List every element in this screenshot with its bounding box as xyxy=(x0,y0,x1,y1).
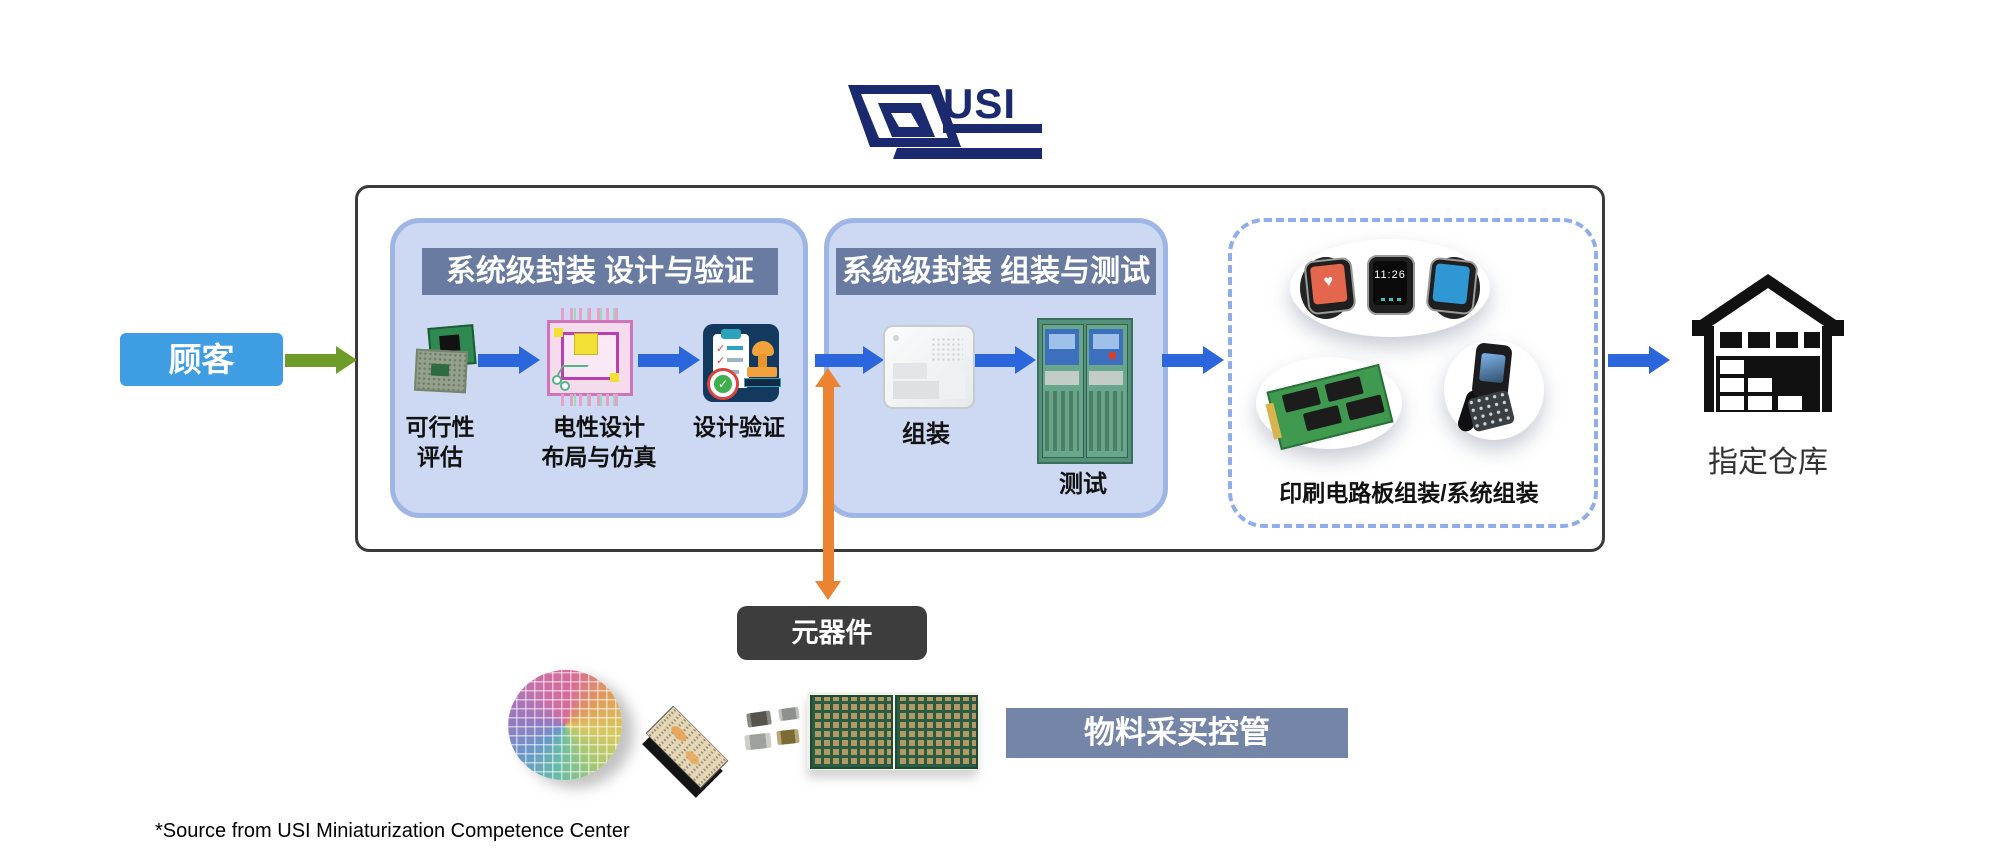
stamp-icon xyxy=(752,341,774,356)
chip-layout-icon xyxy=(547,308,633,408)
usi-logo: USI xyxy=(848,80,1042,159)
chip-component-image xyxy=(746,710,772,728)
design-panel-header: 系统级封装 设计与验证 xyxy=(422,248,778,295)
pcb-front-board xyxy=(413,348,469,394)
approved-check-icon: ✓ xyxy=(707,368,739,400)
check-icon: ✓ xyxy=(716,343,726,355)
material-procurement-bar: 物料采买控管 xyxy=(1006,708,1348,758)
ssd-module-image xyxy=(1256,357,1402,451)
smartwatches-image: ♥ 11:26 xyxy=(1290,239,1490,337)
watch-time: 11:26 xyxy=(1374,269,1406,281)
usi-logo-text: USI xyxy=(943,80,1016,127)
source-footnote: *Source from USI Miniaturization Compete… xyxy=(155,820,630,842)
design-verification-stamp-icon: ✓ ✓ ✓ xyxy=(703,324,781,402)
step-label-feasibility: 可行性评估 xyxy=(405,414,475,470)
silicon-wafer-image xyxy=(497,659,633,791)
pcba-box-label: 印刷电路板组装/系统组装 xyxy=(1279,480,1539,506)
assembly-label: 组装 xyxy=(902,421,950,448)
assembly-panel-header: 系统级封装 组装与测试 xyxy=(836,248,1156,295)
warehouse-icon xyxy=(1692,274,1844,412)
step-label-design-verification: 设计验证 xyxy=(693,414,785,440)
test-label: 测试 xyxy=(1059,471,1107,498)
chip-component-image xyxy=(778,706,800,722)
chip-component-image xyxy=(776,728,800,746)
check-icon: ✓ xyxy=(716,355,726,367)
sip-module-icon xyxy=(883,325,975,409)
heart-icon: ♥ xyxy=(1322,272,1335,291)
chip-component-image xyxy=(744,732,772,751)
pcb-sample-icon xyxy=(413,324,477,394)
customer-box: 顾客 xyxy=(120,333,283,386)
step-label-electrical-design: 电性设计布局与仿真 xyxy=(541,414,657,470)
handheld-scanner-image xyxy=(1444,340,1544,440)
pcba-system-assembly-box: ♥ 11:26 xyxy=(1228,218,1598,528)
test-equipment-icon xyxy=(1037,318,1133,464)
warehouse-label: 指定仓库 xyxy=(1708,446,1828,479)
components-box: 元器件 xyxy=(737,606,927,660)
substrate-panel-image xyxy=(807,692,978,770)
